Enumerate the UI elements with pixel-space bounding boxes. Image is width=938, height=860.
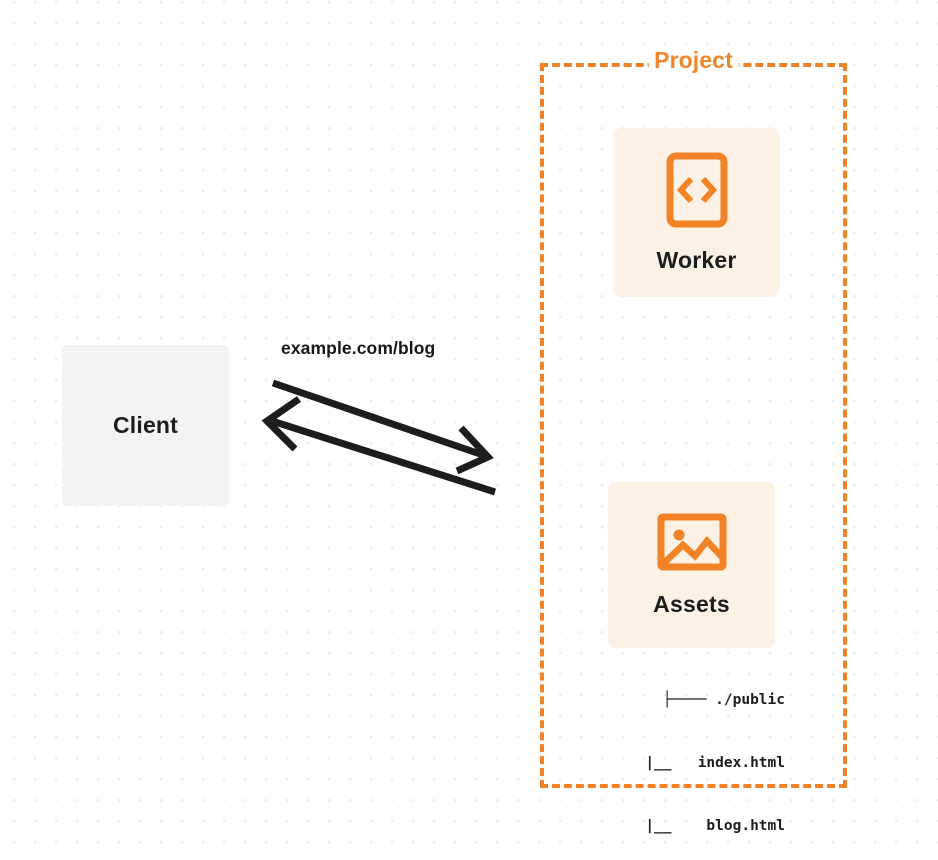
assets-file-tree: ├──── ./public |__ index.html |__ blog.h… bbox=[560, 648, 785, 860]
file-tree-line: |__ index.html bbox=[619, 755, 785, 771]
project-container: Project bbox=[540, 47, 847, 788]
connection-url-label: example.com/blog bbox=[281, 338, 436, 358]
assets-label: Assets bbox=[653, 591, 730, 617]
response-arrow bbox=[261, 396, 497, 496]
image-icon bbox=[657, 512, 727, 577]
worker-label: Worker bbox=[656, 246, 737, 273]
assets-node[interactable]: Assets bbox=[608, 482, 775, 648]
file-tree-line: |__ blog.html bbox=[619, 818, 785, 834]
request-arrow bbox=[271, 379, 494, 475]
worker-node[interactable]: Worker bbox=[613, 128, 780, 297]
client-node[interactable]: Client bbox=[62, 345, 229, 506]
project-title: Project bbox=[648, 47, 739, 74]
code-document-icon bbox=[666, 152, 728, 233]
client-label: Client bbox=[112, 412, 179, 438]
file-tree-line: ├──── ./public bbox=[662, 692, 785, 708]
